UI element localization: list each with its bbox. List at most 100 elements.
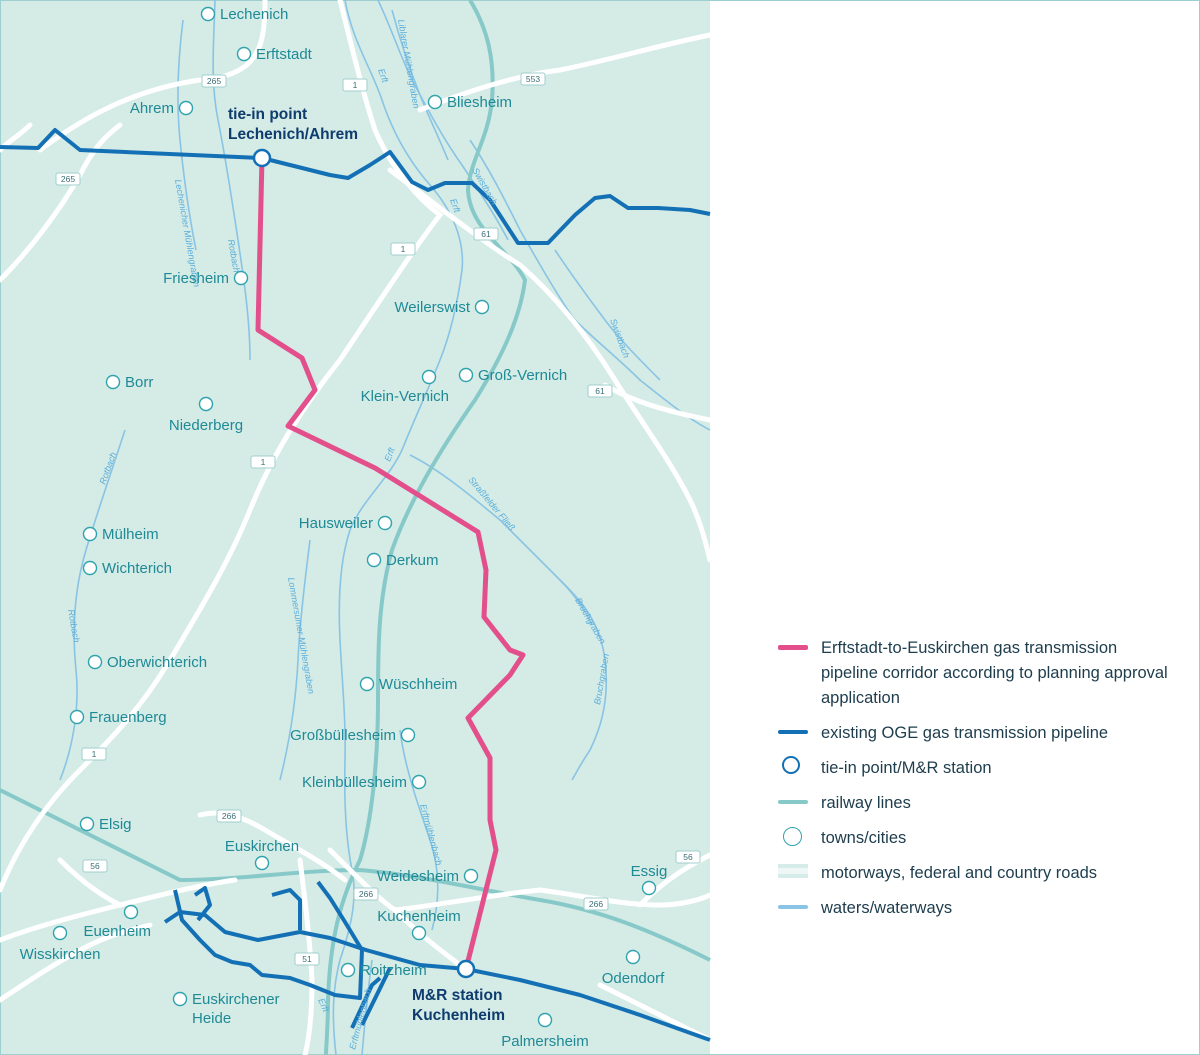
town-label: Elsig	[99, 816, 132, 833]
town-marker	[411, 925, 427, 941]
town-erftstadt: Erftstadt	[236, 46, 313, 63]
town-lechenich: Lechenich	[200, 6, 288, 23]
existing-pipeline-south	[163, 910, 711, 1042]
road-plate-553: 553	[520, 72, 546, 86]
town-label: Kleinbüllesheim	[302, 774, 407, 791]
road-plate-box	[675, 850, 701, 864]
road-plate-1: 1	[342, 78, 368, 92]
road-east-mid	[602, 382, 713, 423]
road-plate-number: 61	[595, 386, 605, 396]
town-elsig: Elsig	[79, 816, 132, 833]
legend-label-tie-in: tie-in point/M&R station	[821, 759, 992, 777]
town-label: Lechenich	[220, 6, 288, 23]
legend-symbol-blue-line	[778, 721, 808, 739]
town-marker	[421, 369, 437, 385]
road-56-east	[637, 852, 713, 908]
town-marker	[200, 6, 216, 22]
town-marker	[178, 100, 194, 116]
town-label: Kuchenheim	[377, 908, 460, 925]
town-label: Roitzheim	[360, 962, 427, 979]
road-local-1	[0, 922, 153, 1003]
road-plate-56: 56	[82, 859, 108, 873]
road-56-west	[57, 857, 123, 908]
waterway-erftmuehlenbach	[399, 729, 439, 931]
road-plate-number: 1	[353, 80, 358, 90]
road-plate-61: 61	[587, 384, 613, 398]
town-label: Euskirchen	[225, 838, 299, 855]
waterway-rotbach-left	[59, 429, 126, 781]
town-marker	[377, 515, 393, 531]
town-label: Erftstadt	[256, 46, 313, 63]
town-label: Wichterich	[102, 560, 172, 577]
railway-lines	[0, 0, 711, 1055]
existing-pipeline-branch	[193, 886, 302, 930]
town-hausweiler: Hausweiler	[299, 515, 393, 532]
road-plate-265: 265	[55, 172, 81, 186]
town-weidesheim: Weidesheim	[377, 868, 479, 885]
town-label: Essig	[631, 863, 668, 880]
town-label: Odendorf	[602, 970, 665, 987]
road-plate-box	[55, 172, 81, 186]
road-plate-box	[520, 72, 546, 86]
road-plate-number: 1	[261, 457, 266, 467]
town-label: Friesheim	[163, 270, 229, 287]
town-marker	[198, 396, 214, 412]
legend-label-roads: motorways, federal and country roads	[821, 864, 1098, 882]
legend-item-roads: motorways, federal and country roads	[778, 861, 1178, 886]
road-plate-number: 1	[92, 749, 97, 759]
waterway-liblarer	[391, 9, 449, 161]
existing-pipeline	[0, 128, 711, 1042]
waterway-label: Erft	[376, 67, 390, 84]
railway-west-east	[0, 788, 711, 962]
town-label: Hausweiler	[299, 515, 373, 532]
town-marker	[69, 709, 85, 725]
waterway-strassfelder	[409, 454, 593, 626]
town-marker	[254, 855, 270, 871]
road-plate-number: 1	[401, 244, 406, 254]
town-kuchenheim: Kuchenheim	[377, 908, 461, 941]
town-label: Euenheim	[83, 923, 151, 940]
waterway-lommersumer	[279, 539, 311, 781]
town-marker	[233, 270, 249, 286]
road-plate-box	[342, 78, 368, 92]
town-marker	[641, 880, 657, 896]
existing-pipeline-north	[0, 128, 711, 245]
waterway-label: Erft	[382, 446, 396, 463]
town-marker	[537, 1012, 553, 1028]
road-plate-box	[390, 242, 416, 256]
road-plate-number: 266	[359, 889, 373, 899]
road-plate-box	[201, 74, 227, 88]
town-marker	[411, 774, 427, 790]
town-marker	[123, 904, 139, 920]
town-roitzheim: Roitzheim	[340, 962, 427, 979]
town-marker	[87, 654, 103, 670]
town-gro-b-llesheim: Großbüllesheim	[290, 727, 416, 744]
town-marker	[236, 46, 252, 62]
hub-marker	[456, 959, 476, 979]
town-marker	[82, 526, 98, 542]
waterway-lechenicher	[177, 19, 197, 251]
road-51	[297, 857, 315, 1055]
road-plate-1: 1	[81, 747, 107, 761]
town-w-schheim: Wüschheim	[359, 676, 457, 693]
town-marker	[400, 727, 416, 743]
road-plate-61: 61	[473, 227, 499, 241]
town-label: Oberwichterich	[107, 654, 207, 671]
legend-item-waters: waters/waterways	[778, 896, 1178, 921]
town-frauenberg: Frauenberg	[69, 709, 167, 726]
town-marker	[458, 367, 474, 383]
road-plate-266: 266	[216, 809, 242, 823]
town-label: Wisskirchen	[20, 946, 101, 963]
waterway-bruchgraben	[559, 579, 608, 781]
town-marker	[79, 816, 95, 832]
town-label: Weilerswist	[394, 299, 470, 316]
road-plate-box	[583, 897, 609, 911]
town-label: Klein-Vernich	[361, 388, 449, 405]
legend-label-railway: railway lines	[821, 794, 911, 812]
town-palmersheim: Palmersheim	[501, 1012, 589, 1050]
town-label: Euskirchener	[192, 991, 280, 1008]
legend-symbol-rail-line	[778, 791, 808, 809]
legend-symbol-hub-circle	[778, 756, 808, 774]
